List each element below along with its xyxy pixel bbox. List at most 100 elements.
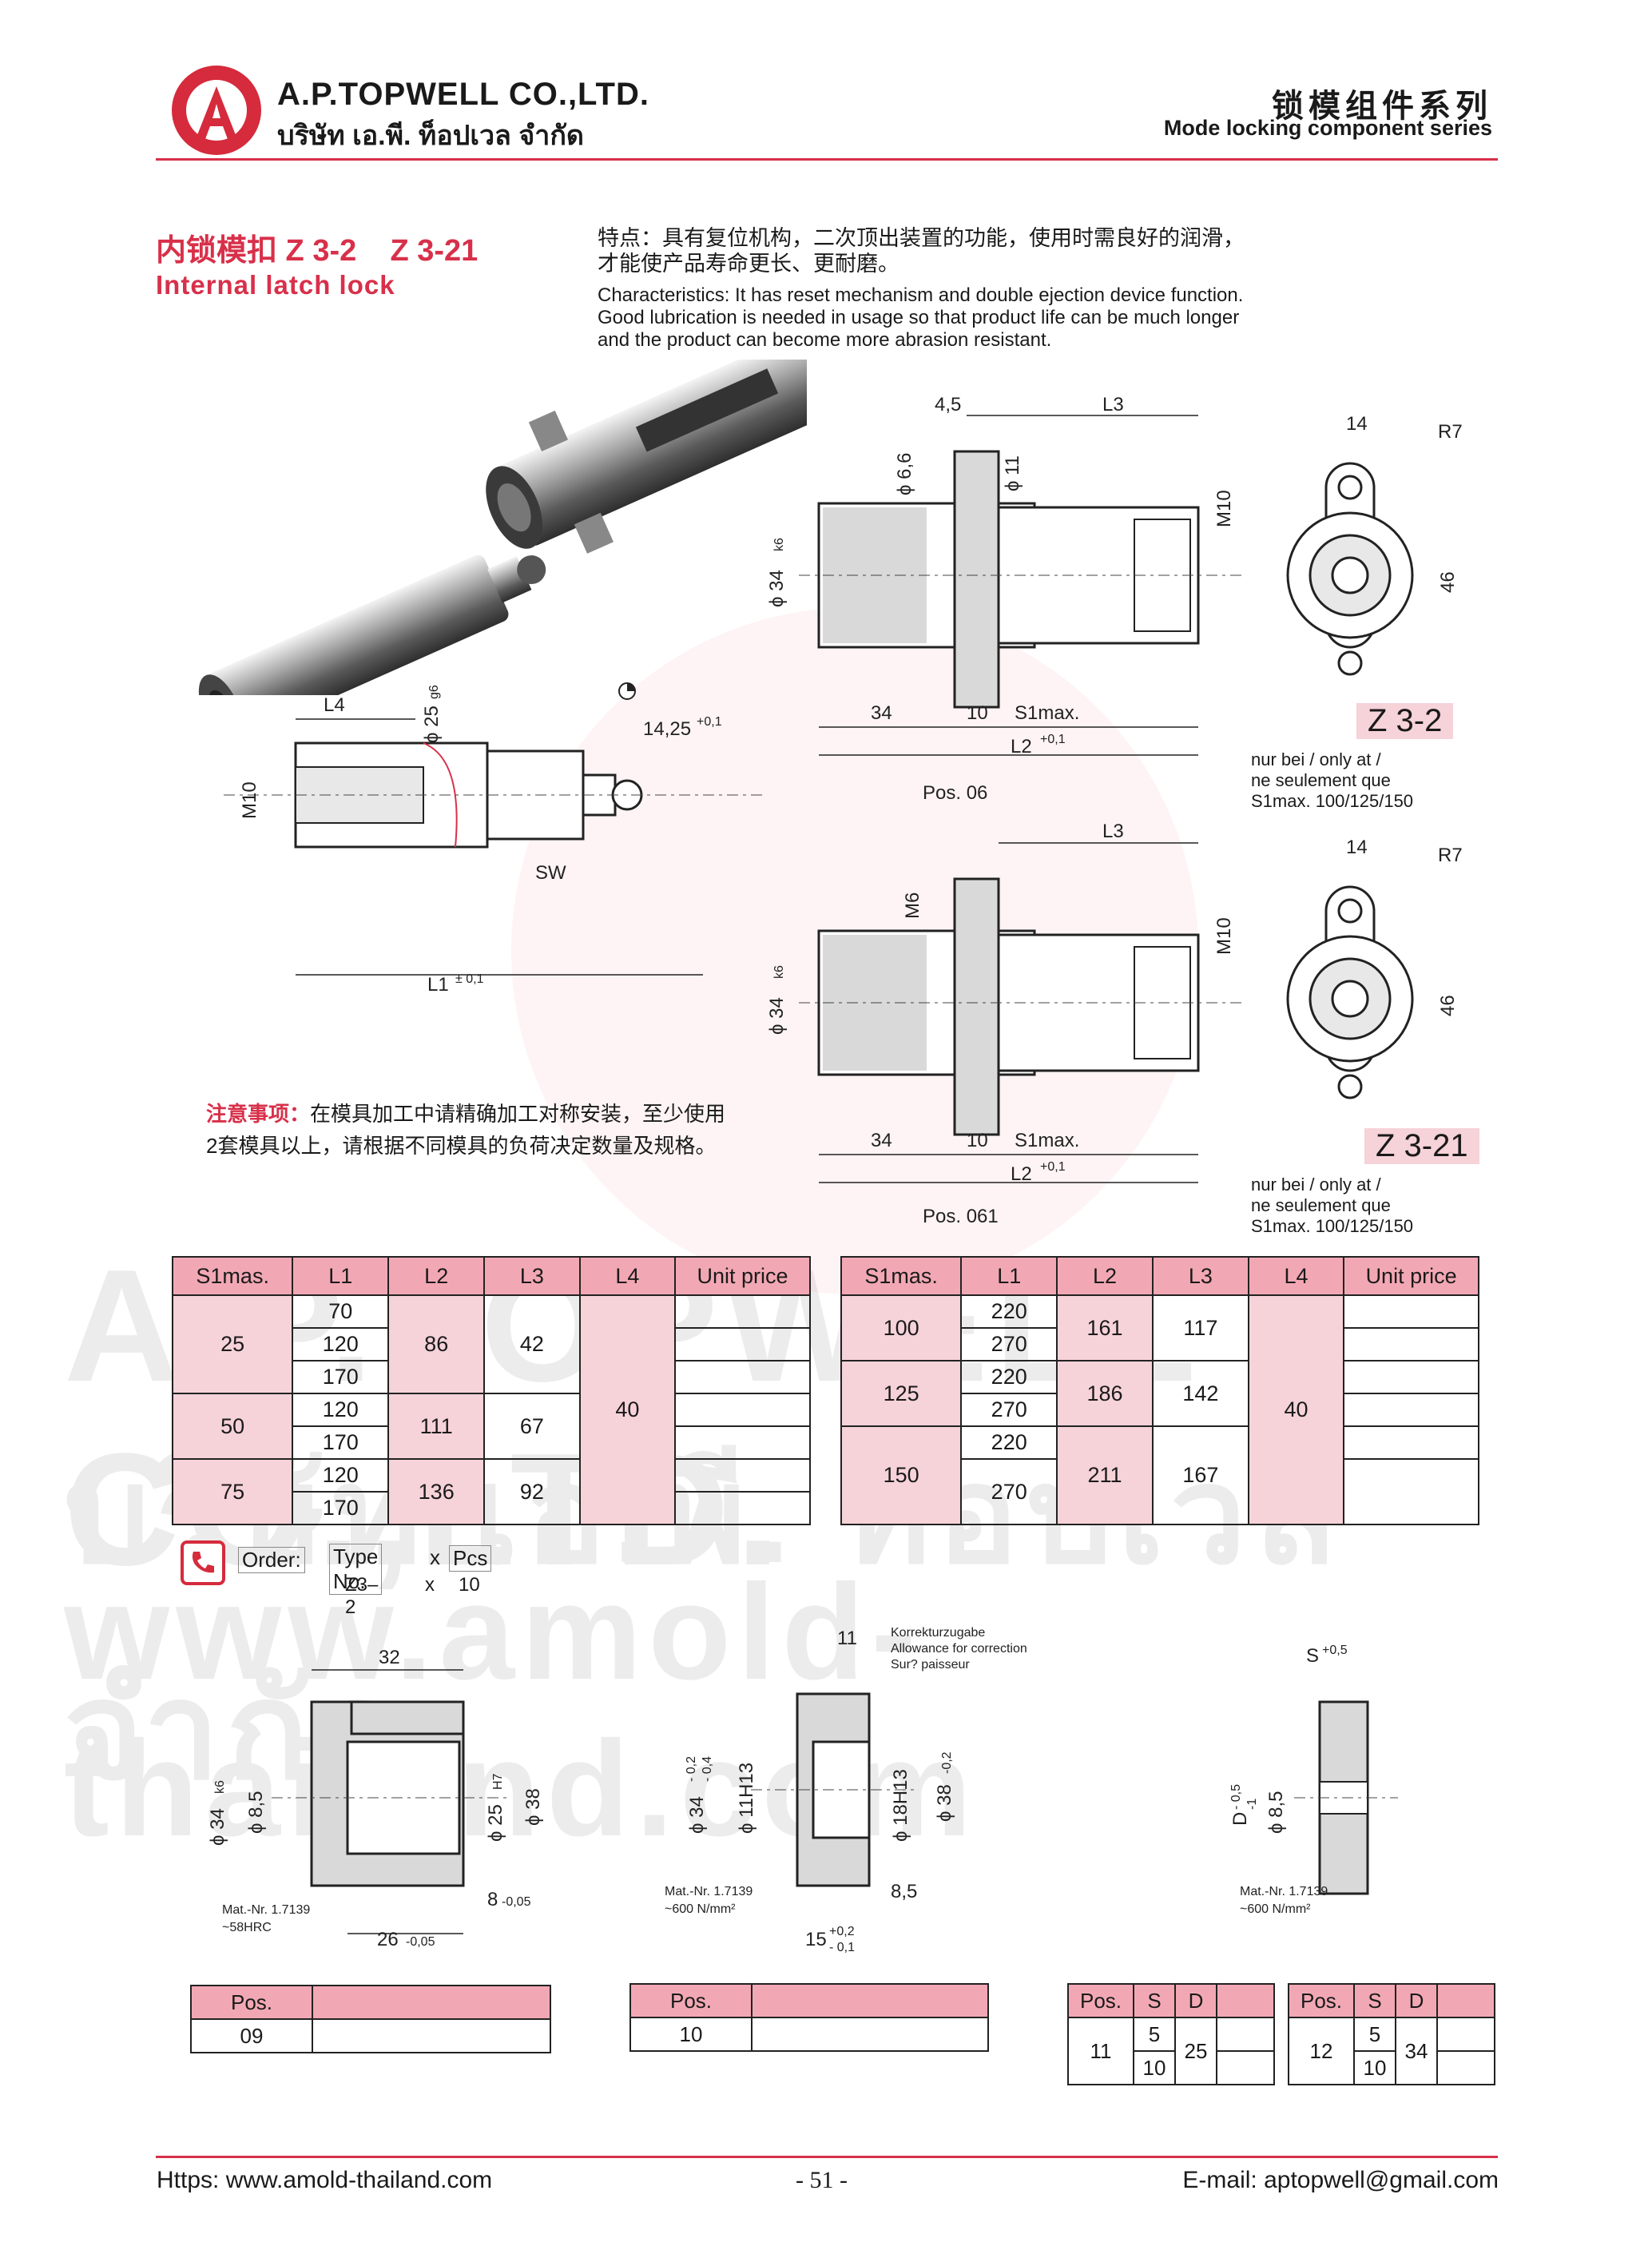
z321-dim-m10: M10 xyxy=(1213,917,1235,955)
cell-pos: 10 xyxy=(629,2017,753,2052)
cell-s1: 100 xyxy=(840,1294,963,1361)
company-name-thai: บริษัท เอ.พี. ท็อปเวล จำกัด xyxy=(277,121,584,151)
features-en-2: Good lubrication is needed in usage so t… xyxy=(598,307,1240,328)
table-row: 125 220 186 142 xyxy=(840,1360,1479,1427)
p11-dim-d-tol2: -1 xyxy=(1245,1799,1259,1810)
cell-price[interactable] xyxy=(1216,2017,1275,2052)
spec-table-left: S1mas. L1 L2 L3 L4 Unit price 25 70 86 4… xyxy=(171,1256,811,1525)
cell-l2: 161 xyxy=(1056,1294,1154,1361)
p09-dim-25: ϕ 25 xyxy=(485,1804,506,1842)
th-l4: L4 xyxy=(1247,1256,1345,1296)
th-s1: S1mas. xyxy=(171,1256,294,1296)
z32-drawing: 4,5 L3 ϕ 6,6 ϕ 11 M10 ϕ 34 k6 34 10 S1ma… xyxy=(766,394,1246,804)
cell-d: 25 xyxy=(1174,2017,1217,2085)
z321-pos: Pos. 061 xyxy=(923,1206,999,1227)
series-title-en: Mode locking component series xyxy=(1163,116,1492,140)
order-x: x xyxy=(430,1545,440,1569)
cell-price[interactable] xyxy=(1343,1425,1479,1460)
cell-price[interactable] xyxy=(1436,2050,1495,2085)
cell-price[interactable] xyxy=(674,1425,811,1460)
z32-dim-l3: L3 xyxy=(1102,394,1124,415)
footer-email[interactable]: E-mail: aptopwell@gmail.com xyxy=(1182,2167,1499,2193)
z32-side-view: 14 R7 46 xyxy=(1286,413,1463,676)
cell-l3: 92 xyxy=(483,1458,581,1525)
pin-dim-d25: ϕ 25 xyxy=(421,706,443,743)
cell-price[interactable] xyxy=(1436,2017,1495,2052)
p10-dim-11h: ϕ 11H13 xyxy=(736,1763,757,1834)
cell-price[interactable] xyxy=(312,2018,551,2053)
cell-price[interactable] xyxy=(1343,1360,1479,1394)
z32-dim-66: ϕ 6,6 xyxy=(894,453,915,495)
z321-dim-34b: 34 xyxy=(871,1130,892,1151)
cell-price[interactable] xyxy=(1216,2050,1275,2085)
footer-url[interactable]: Https: www.amold-thailand.com xyxy=(157,2167,493,2193)
pin-dim-1425-tol: +0,1 xyxy=(697,715,722,729)
pos-table-10: Pos. 10 xyxy=(629,1983,989,2052)
table-row: 270 xyxy=(841,1327,1479,1361)
z321-dim-s1max: S1max. xyxy=(1015,1130,1079,1151)
order-example-x: x xyxy=(425,1574,435,1596)
cell-price[interactable] xyxy=(1343,1458,1479,1525)
cell-pos: 12 xyxy=(1288,2017,1355,2085)
table-row: 75 120 136 92 xyxy=(171,1458,811,1525)
cell-s: 10 xyxy=(1133,2050,1176,2085)
cell-l3: 42 xyxy=(483,1294,581,1394)
z321-dim-46: 46 xyxy=(1437,995,1459,1016)
cell-l1: 120 xyxy=(292,1327,390,1361)
p09-dim-34: ϕ 34 xyxy=(207,1808,228,1846)
p10-dim-85: 8,5 xyxy=(891,1881,917,1902)
cell-price[interactable] xyxy=(751,2017,989,2052)
p10-dim-15: 15 xyxy=(805,1929,827,1950)
notice-text: 在模具加工中请精确加工对称安装，至少使用2套模具以上，请根据不同模具的负荷决定数… xyxy=(206,1102,726,1158)
cell-l3: 117 xyxy=(1151,1294,1249,1361)
product-title-en: Internal latch lock xyxy=(156,270,395,300)
cell-s1: 75 xyxy=(171,1458,294,1525)
cell-l4: 40 xyxy=(578,1294,677,1525)
features-cn-1: 特点：具有复位机构，二次顶出装置的功能，使用时需良好的润滑， xyxy=(598,226,1245,250)
th-l2: L2 xyxy=(1056,1256,1154,1296)
features-en-3: and the product can become more abrasion… xyxy=(598,329,1052,351)
cell-price[interactable] xyxy=(674,1393,811,1427)
z321-dim-10: 10 xyxy=(967,1130,988,1151)
z321-dim-m6: M6 xyxy=(902,892,923,919)
cell-price[interactable] xyxy=(674,1458,811,1493)
footer-divider xyxy=(156,2156,1498,2158)
th-l3: L3 xyxy=(1151,1256,1249,1296)
p10-dim-34-tol2: - 0,4 xyxy=(701,1756,714,1782)
cell-price[interactable] xyxy=(1343,1393,1479,1427)
cell-l1: 170 xyxy=(292,1360,390,1394)
cell-price[interactable] xyxy=(674,1294,811,1329)
th-pos: Pos. xyxy=(1067,1983,1134,2018)
p09-dim-26-tol: -0,05 xyxy=(406,1935,435,1949)
notice-label: 注意事项： xyxy=(206,1102,311,1126)
z32-dim-34: ϕ 34 xyxy=(766,570,788,607)
table-row: 270 xyxy=(841,1393,1479,1427)
p11-mat-2: ~600 N/mm² xyxy=(1240,1902,1311,1916)
p10-mat-2: ~600 N/mm² xyxy=(665,1902,736,1916)
cell-price[interactable] xyxy=(674,1360,811,1394)
p09-mat-1: Mat.-Nr. 1.7139 xyxy=(222,1903,310,1917)
cell-l4: 40 xyxy=(1247,1294,1345,1525)
pin-dim-l1: L1 xyxy=(427,974,449,996)
p11-dim-s-tol: +0,5 xyxy=(1322,1644,1348,1657)
notice: 注意事项：在模具加工中请精确加工对称安装，至少使用2套模具以上，请根据不同模具的… xyxy=(206,1098,733,1162)
th-empty xyxy=(751,1983,989,2018)
z321-note-1: nur bei / only at / xyxy=(1251,1175,1381,1195)
th-l1: L1 xyxy=(292,1256,390,1296)
z321-drawing: L3 M6 M10 ϕ 34 k6 34 10 S1max. L2 +0,1 P… xyxy=(766,821,1246,1227)
pin-dim-d25-tol: g6 xyxy=(427,685,441,699)
cell-l2: 86 xyxy=(387,1294,486,1394)
cell-l1: 120 xyxy=(292,1458,390,1493)
cell-l3: 67 xyxy=(483,1393,581,1460)
cell-price[interactable] xyxy=(1343,1327,1479,1361)
part11-drawing: S +0,5 D - 0,5 -1 ϕ 8,5 Mat.-Nr. 1.7139 … xyxy=(1229,1644,1398,1916)
th-empty xyxy=(1216,1983,1275,2018)
z321-dim-34-tol: k6 xyxy=(772,965,786,979)
p10-dim-34-tol1: - 0,2 xyxy=(685,1756,698,1782)
cell-price[interactable] xyxy=(674,1327,811,1361)
order-example-pcs: 10 xyxy=(459,1574,480,1596)
logo-a-icon xyxy=(196,86,237,139)
cell-price[interactable] xyxy=(1343,1294,1479,1329)
cell-price[interactable] xyxy=(674,1491,811,1525)
z321-dim-14: 14 xyxy=(1346,837,1368,858)
